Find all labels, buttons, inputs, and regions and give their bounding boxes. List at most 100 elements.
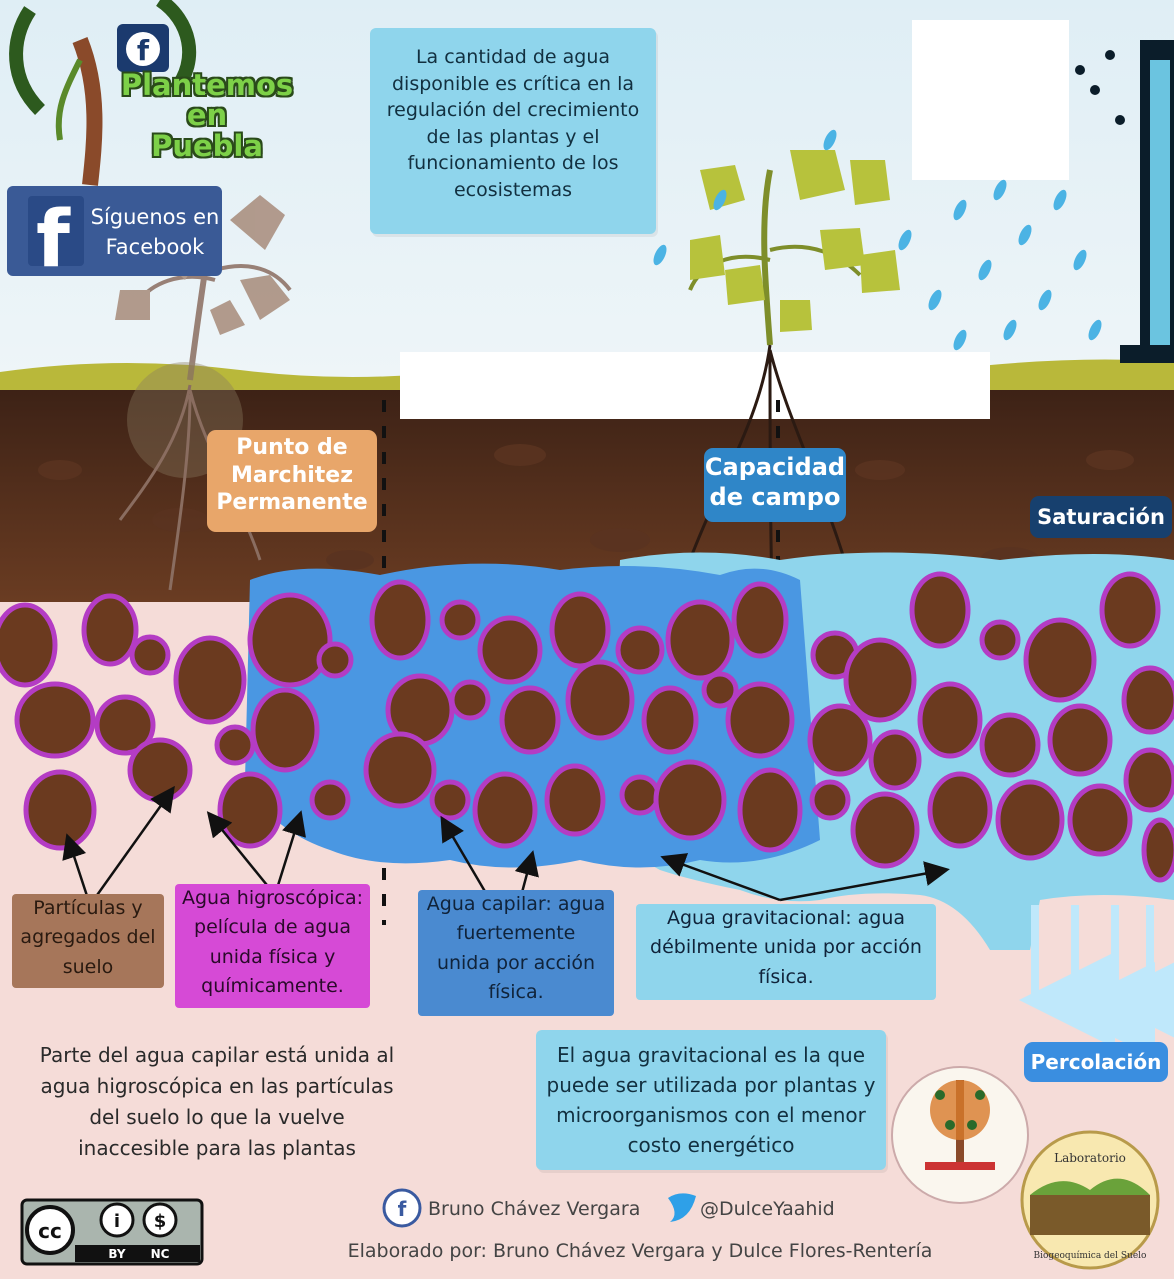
label-soil-particles: Partículas y agregados del suelo <box>12 894 164 988</box>
note-line: costo energético <box>627 1133 795 1157</box>
soil-particle <box>807 703 873 777</box>
zone-tag-saturation: Saturación <box>1030 496 1172 538</box>
brand-name: Plantemos en Puebla <box>118 68 296 163</box>
follow-line: Síguenos en <box>90 205 220 229</box>
soil-particle <box>214 724 256 766</box>
zone-tag-line: Permanente <box>216 490 368 515</box>
soil-particle <box>843 637 917 723</box>
soil-particle <box>363 731 437 809</box>
note-line: El agua gravitacional es la que <box>556 1043 866 1067</box>
label-line: unida por acción <box>436 951 596 974</box>
label-line: débilmente unida por acción <box>650 936 922 959</box>
soil-particle <box>927 771 993 849</box>
soil-particle <box>850 791 920 869</box>
soil-particle <box>499 685 561 755</box>
soil-particle <box>316 641 354 679</box>
facebook-follow-badge[interactable] <box>7 186 222 276</box>
capillary-note: Parte del agua capilar está unida al agu… <box>22 1040 412 1164</box>
soil-particle <box>1047 703 1113 777</box>
lab-logo-text: Laboratorio <box>1054 1151 1126 1165</box>
noncommercial-icon: $ <box>154 1211 167 1232</box>
soil-particle <box>0 602 58 688</box>
soil-particle <box>309 779 351 821</box>
rain-drops <box>653 129 1102 351</box>
facebook-credit-icon[interactable] <box>382 1188 422 1228</box>
cc-license-badge[interactable] <box>20 1198 204 1266</box>
zone-tag-line: Saturación <box>1037 505 1165 529</box>
note-line: inaccesible para las plantas <box>78 1136 356 1160</box>
soil-particle <box>439 599 481 641</box>
label-line: Agua gravitacional: agua <box>666 907 906 929</box>
soil-particle <box>737 767 803 853</box>
soil-pebbles <box>38 444 1134 573</box>
twitter-handle-credit[interactable]: @DulceYaahid <box>700 1196 860 1223</box>
soil-particle <box>665 599 735 681</box>
label-line: fuertemente <box>456 922 576 945</box>
laboratory-logo <box>1020 1130 1160 1270</box>
zone-tag-line: de campo <box>709 483 841 511</box>
facebook-credit-glyph: f <box>398 1197 407 1221</box>
label-line: suelo <box>62 955 114 978</box>
soil-particle <box>619 774 661 816</box>
twitter-icon[interactable] <box>668 1193 696 1222</box>
note-line: Parte del agua capilar está unida al <box>39 1043 395 1067</box>
cc-icon: cc <box>38 1219 62 1243</box>
zone-tag-field-capacity: Capacidad de campo <box>704 448 846 522</box>
cc-nc-label: NC <box>151 1247 170 1261</box>
note-line: del suelo lo que la vuelve <box>89 1105 345 1129</box>
zone-tag-line: Punto de <box>236 435 348 460</box>
soil-particle <box>173 635 247 725</box>
label-line: Agua higroscópica: <box>182 887 363 909</box>
follow-text[interactable]: Síguenos en Facebook <box>85 202 225 263</box>
zone-tag-pmp: Punto de Marchitez Permanente <box>207 430 377 532</box>
soil-particle <box>81 593 139 667</box>
soil-particle <box>1121 665 1174 735</box>
label-line: agregados del <box>20 926 156 949</box>
label-capillary-water: Agua capilar: agua fuertemente unida por… <box>418 890 614 1016</box>
credit-text: Elaborado por: Bruno Chávez Vergara y Du… <box>347 1240 933 1262</box>
callout-text: La cantidad de agua disponible es crític… <box>386 46 640 201</box>
soil-particle <box>1123 747 1174 813</box>
soil-particle <box>94 694 156 756</box>
follow-line: Facebook <box>105 235 205 260</box>
soil-particle <box>544 763 606 837</box>
soil-particle <box>979 619 1021 661</box>
brand-line: Plantemos <box>120 68 294 102</box>
brand-line: en <box>186 98 228 133</box>
soil-particle <box>549 591 611 669</box>
pointer-arrows <box>62 785 950 906</box>
water-availability-callout: La cantidad de agua disponible es crític… <box>370 28 656 234</box>
zone-tag-line: Percolación <box>1030 1050 1162 1074</box>
label-line: Partículas y <box>33 897 143 919</box>
healthy-plant <box>688 150 900 346</box>
label-line: física. <box>758 965 814 988</box>
note-line: microorganismos con el menor <box>556 1103 866 1127</box>
soil-particle <box>250 687 320 773</box>
label-line: Agua capilar: agua <box>426 893 606 915</box>
brand-line: Puebla <box>151 128 263 163</box>
soil-particle <box>472 771 538 849</box>
note-line: puede ser utilizada por plantas y <box>546 1073 876 1097</box>
cc-by-label: BY <box>108 1247 125 1261</box>
soil-particle <box>917 681 983 759</box>
soil-particle <box>1023 617 1097 703</box>
soil-particles <box>0 571 1174 883</box>
soil-particle <box>449 679 491 721</box>
label-line: física. <box>488 981 544 1004</box>
soil-particle <box>979 712 1041 778</box>
facebook-author-credit[interactable]: Bruno Chávez Vergara <box>428 1196 648 1223</box>
zone-tag-line: Marchitez <box>230 462 354 488</box>
blank-patch <box>400 352 990 419</box>
soil-particle <box>653 759 727 841</box>
made-by-credit: Elaborado por: Bruno Chávez Vergara y Du… <box>330 1238 950 1265</box>
soil-particle <box>725 681 795 759</box>
soil-particle <box>429 779 471 821</box>
brand-logo <box>9 0 197 186</box>
soil-particle <box>247 592 333 688</box>
percolation-arrows <box>1019 905 1174 1058</box>
credit-text: @DulceYaahid <box>700 1198 835 1220</box>
attribution-icon: i <box>114 1211 120 1232</box>
soil-particle <box>217 771 283 849</box>
soil-particle <box>615 625 665 675</box>
soil-particle <box>127 737 193 803</box>
